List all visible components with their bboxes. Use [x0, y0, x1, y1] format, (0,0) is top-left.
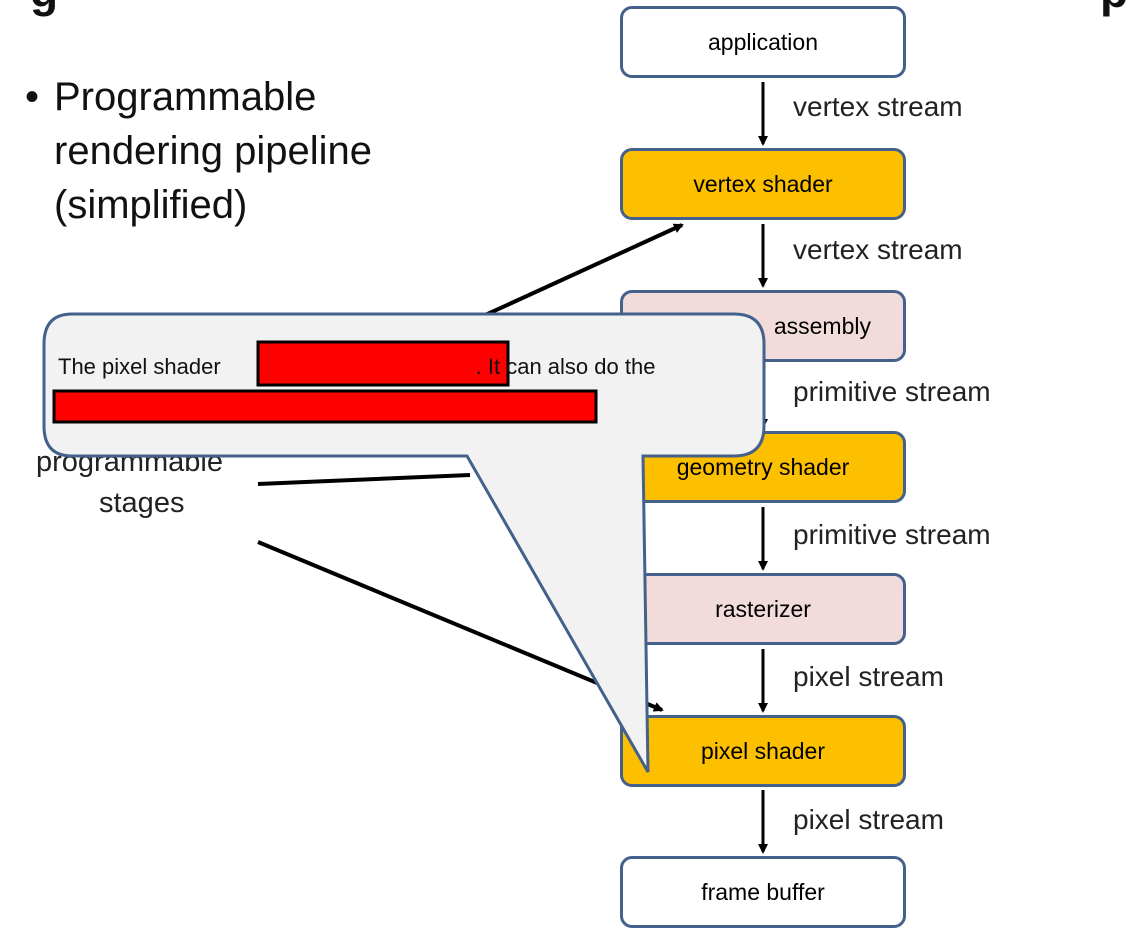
redaction-bar-1: [256, 340, 510, 387]
stage-label: application: [708, 28, 818, 55]
stage-pixel-shader: pixel shader: [620, 715, 906, 787]
flow-label-primitive-stream-2: primitive stream: [793, 519, 991, 550]
flow-label-vertex-stream-1: vertex stream: [793, 91, 963, 122]
pointer-arrow-geometry-shader: [257, 473, 471, 486]
flow-label-pixel-stream-1: pixel stream: [793, 661, 944, 692]
stage-label: rasterizer: [715, 595, 811, 622]
flow-label-vertex-stream-2: vertex stream: [793, 234, 963, 265]
callout-text: The pixel shader . It can also do the: [58, 356, 655, 378]
stage-label: vertex shader: [693, 170, 833, 197]
side-label-stages: stages: [99, 487, 185, 519]
stage-label: frame buffer: [701, 878, 825, 905]
pointer-arrow-vertex-shader: [469, 223, 684, 324]
pointer-arrow-pixel-shader: [257, 540, 664, 712]
bullet-marker: •: [25, 75, 40, 119]
bullet-text: Programmable rendering pipeline (simplif…: [54, 75, 373, 227]
redaction-bar-2: [52, 389, 598, 424]
stage-application: application: [620, 6, 906, 78]
stage-label: pixel shader: [700, 737, 826, 764]
stage-label: geometry shader: [676, 453, 850, 480]
callout-text-before: The pixel shader: [58, 354, 221, 379]
speech-callout: [42, 312, 766, 773]
stage-frame-buffer: frame buffer: [620, 856, 906, 928]
slide-title-partial-right: p: [1100, 0, 1128, 14]
stage-rasterizer: rasterizer: [620, 573, 906, 645]
callout-text-after: . It can also do the: [475, 354, 656, 379]
flow-label-primitive-stream-1: primitive stream: [793, 376, 991, 407]
stage-label: assembly: [773, 312, 871, 339]
slide-title-partial-left: g: [30, 0, 58, 14]
stage-vertex-shader: vertex shader: [620, 148, 906, 220]
flow-label-pixel-stream-2: pixel stream: [793, 804, 944, 835]
